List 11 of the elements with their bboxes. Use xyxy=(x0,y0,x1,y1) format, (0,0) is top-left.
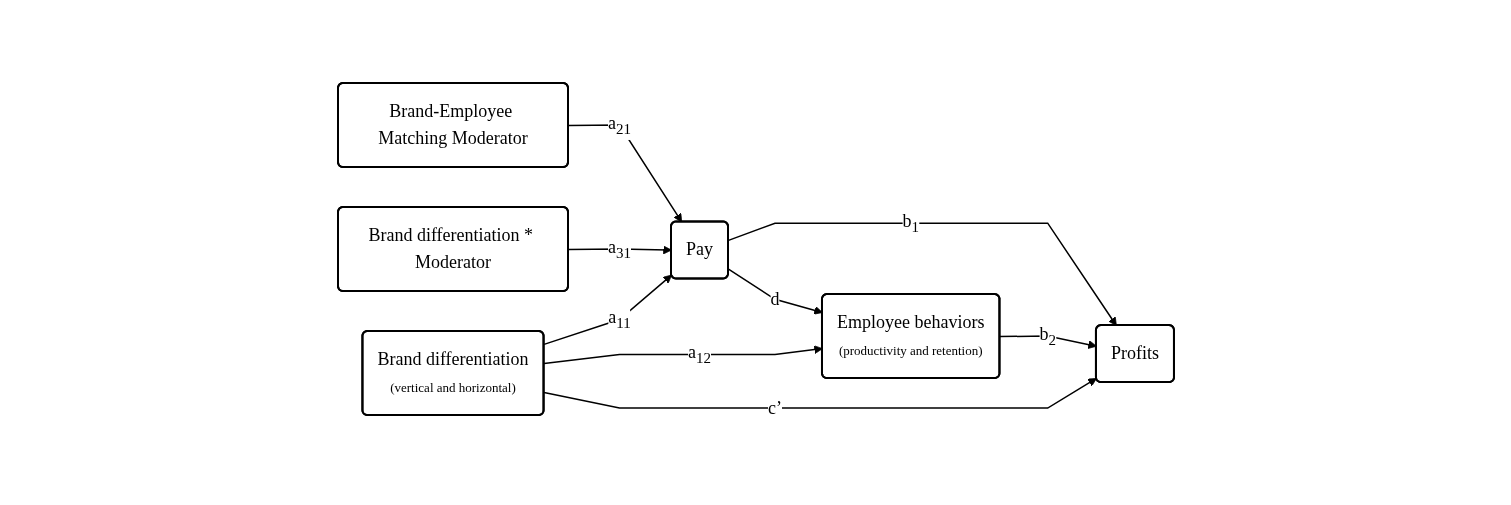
edge-label: b$_{2}$ xyxy=(1038,324,1056,348)
edge-label: c’ xyxy=(767,397,782,418)
edge-label: b$_{1}$ xyxy=(901,211,919,235)
edge-label: a$_{31}$ xyxy=(607,237,631,261)
edge-label: d xyxy=(770,288,780,309)
edge-label: a$_{21}$ xyxy=(607,113,631,137)
node-text: Brand-Employee Matching Moderator xyxy=(377,101,528,149)
edge-label: a$_{12}$ xyxy=(687,342,711,367)
edge-label: a$_{11}$ xyxy=(607,307,631,332)
node-text: Brand differentiation * Moderator xyxy=(367,225,533,273)
arrow xyxy=(727,222,1117,327)
